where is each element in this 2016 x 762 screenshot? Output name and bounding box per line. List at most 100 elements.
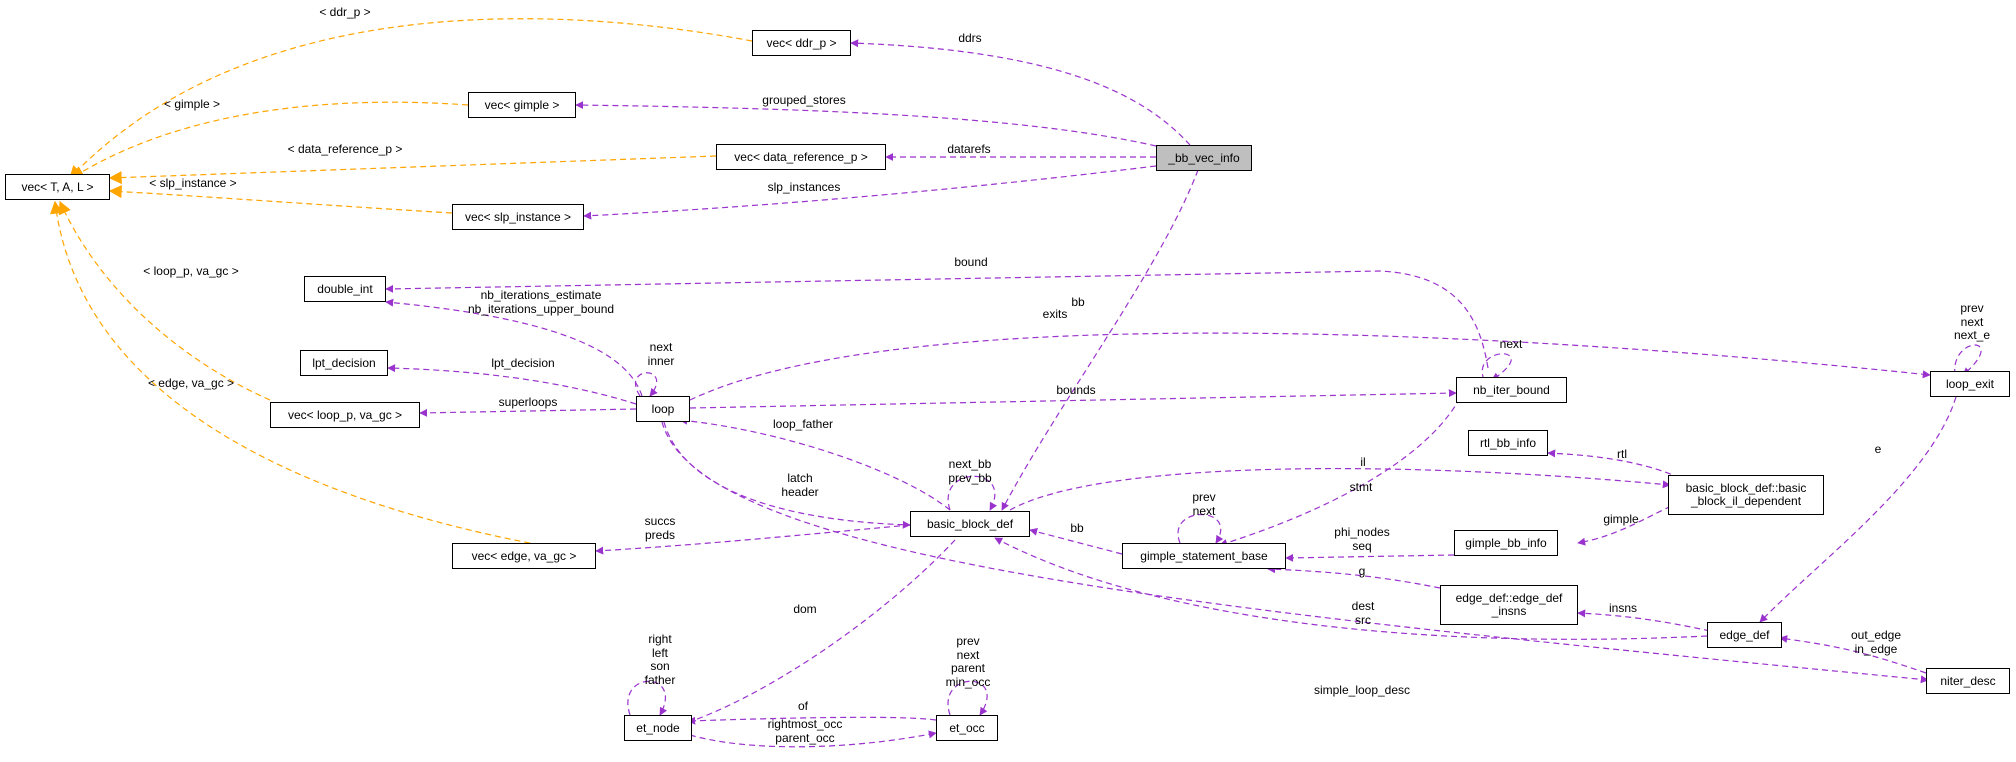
node-vec-data-reference-p[interactable]: vec< data_reference_p >	[716, 144, 886, 170]
edge-dest-src	[994, 537, 1708, 640]
edge-bound	[385, 270, 1489, 369]
edge-tpl-loop-p	[58, 200, 271, 401]
edge-tpl-edge	[50, 200, 541, 546]
label-stmt: stmt	[1349, 480, 1373, 494]
edge-il	[1009, 467, 1671, 511]
edge-phi-nodes-seq	[1285, 553, 1455, 562]
label-ddr-p-template: < ddr_p >	[319, 5, 371, 19]
label-insns: insns	[1608, 601, 1638, 615]
edge-simple-loop-desc	[661, 421, 1929, 684]
edge-grouped-stores	[575, 101, 1157, 147]
node-vec-t-a-l[interactable]: vec< T, A, L >	[5, 174, 110, 200]
edge-insns	[1577, 609, 1711, 632]
label-of: of	[797, 699, 809, 713]
edge-bb	[1001, 169, 1199, 511]
edge-gimple-self	[1177, 514, 1224, 544]
label-ddrs: ddrs	[958, 31, 982, 45]
node-basic-block-def[interactable]: basic_block_def	[910, 511, 1030, 537]
node-loop[interactable]: loop	[636, 396, 690, 422]
label-lpt-decision: lpt_decision	[491, 356, 555, 370]
node-lpt-decision[interactable]: lpt_decision	[300, 350, 388, 376]
edge-dom	[679, 539, 956, 727]
node-double-int[interactable]: double_int	[304, 276, 386, 302]
node-vec-ddr-p[interactable]: vec< ddr_p >	[752, 30, 851, 56]
edge-rightmost-parent-occ	[689, 730, 937, 748]
edge-loop-self	[634, 372, 658, 397]
edge-bb-self	[947, 475, 997, 511]
label-bounds: bounds	[1056, 383, 1096, 397]
edge-bb-gimple	[1029, 527, 1123, 555]
node-edge-def[interactable]: edge_def	[1707, 622, 1782, 648]
label-bb-gimple: bb	[1070, 521, 1084, 535]
edge-tpl-slp-instance	[108, 185, 453, 214]
node-vec-gimple[interactable]: vec< gimple >	[468, 92, 576, 118]
label-g: g	[1358, 564, 1366, 578]
label-exits: exits	[1042, 307, 1068, 321]
label-bb: bb	[1071, 295, 1085, 309]
edge-succs-preds	[595, 524, 911, 555]
node-bb-vec-info[interactable]: _bb_vec_info	[1156, 145, 1252, 171]
node-vec-slp-instance[interactable]: vec< slp_instance >	[452, 204, 584, 230]
edge-slp-instances	[583, 165, 1157, 220]
node-edge-def-insns[interactable]: edge_def::edge_def _insns	[1440, 585, 1578, 625]
label-dom: dom	[793, 602, 817, 616]
label-edge-template: < edge, va_gc >	[147, 376, 235, 390]
node-basic-block-il-dependent[interactable]: basic_block_def::basic _block_il_depende…	[1668, 475, 1824, 515]
label-slp-instance-template: < slp_instance >	[149, 176, 237, 190]
edge-exits	[689, 332, 1931, 401]
edge-ddrs	[850, 39, 1191, 146]
node-nb-iter-bound[interactable]: nb_iter_bound	[1456, 377, 1567, 403]
edge-e	[1759, 396, 1957, 623]
edge-lpt-decision	[387, 364, 637, 405]
node-vec-loop-p[interactable]: vec< loop_p, va_gc >	[270, 402, 420, 428]
node-gimple-bb-info[interactable]: gimple_bb_info	[1454, 530, 1558, 556]
node-basic-block-il-dependent-line2: _block_il_dependent	[1690, 494, 1802, 508]
edge-loop-exit-self	[1954, 344, 1982, 376]
node-niter-desc[interactable]: niter_desc	[1926, 668, 2010, 694]
node-basic-block-il-dependent-line1: basic_block_def::basic	[1685, 481, 1807, 495]
node-et-node[interactable]: et_node	[624, 715, 692, 741]
edge-tpl-data-reference-p	[108, 155, 717, 185]
node-vec-edge[interactable]: vec< edge, va_gc >	[452, 543, 596, 569]
label-bound: bound	[954, 255, 988, 269]
edge-latch-header	[663, 421, 911, 529]
edge-nb-iter-next	[1481, 353, 1512, 381]
label-superloops: superloops	[498, 395, 558, 409]
node-loop-exit[interactable]: loop_exit	[1930, 371, 2010, 397]
edge-tpl-gimple	[70, 101, 469, 179]
label-rtl: rtl	[1617, 447, 1627, 461]
node-edge-def-insns-line1: edge_def::edge_def	[1455, 591, 1563, 605]
edge-nb-iterations	[385, 298, 643, 397]
label-data-reference-p-template: < data_reference_p >	[287, 142, 403, 156]
label-grouped-stores: grouped_stores	[762, 93, 846, 107]
edge-rtl	[1547, 449, 1681, 479]
node-et-occ[interactable]: et_occ	[936, 715, 998, 741]
edge-tpl-ddr-p	[69, 18, 753, 179]
label-slp-instances: slp_instances	[767, 180, 841, 194]
node-edge-def-insns-line2: _insns	[1491, 604, 1527, 618]
edge-et-occ-self	[947, 680, 988, 716]
edge-bounds	[689, 389, 1457, 409]
edge-out-in-edge	[1779, 635, 1927, 674]
node-rtl-bb-info[interactable]: rtl_bb_info	[1468, 430, 1548, 456]
label-e: e	[1874, 442, 1882, 456]
label-gimple: gimple	[1603, 512, 1639, 526]
node-gimple-statement-base[interactable]: gimple_statement_base	[1122, 543, 1286, 569]
label-gimple-template: < gimple >	[163, 97, 221, 111]
label-nb-iter-next: next	[1499, 337, 1523, 351]
edge-et-node-self	[627, 680, 667, 716]
edge-gimple	[1577, 501, 1681, 546]
